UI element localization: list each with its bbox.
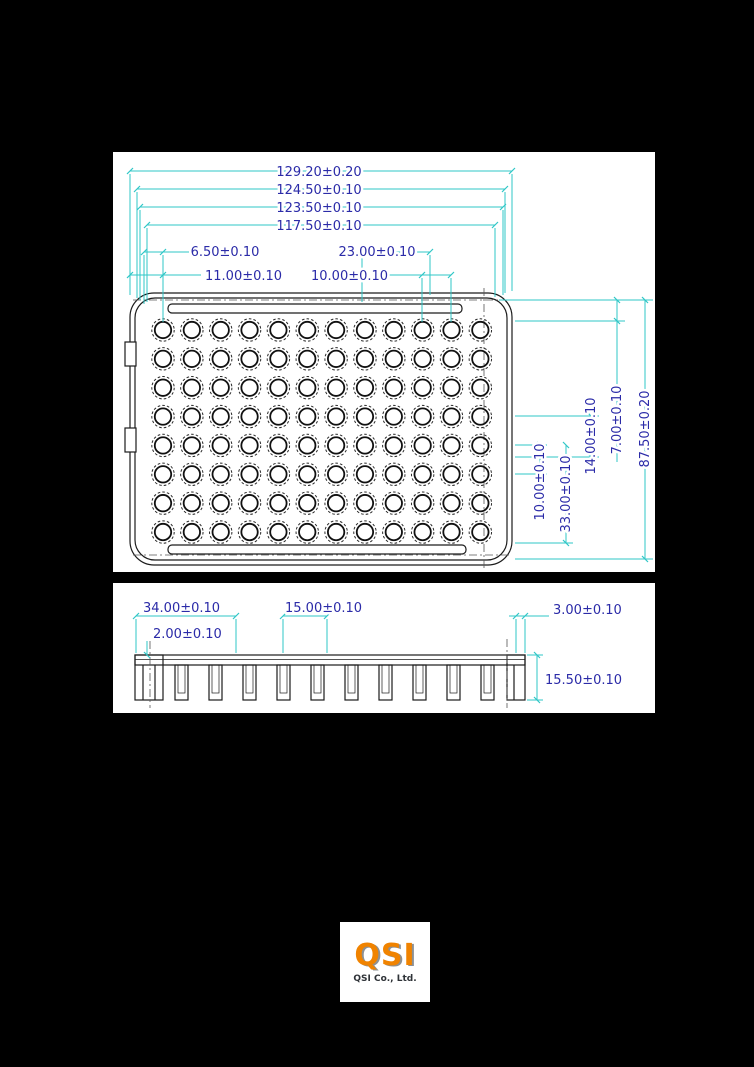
dim-pitch-v-10-00: 10.00±0.10 [533, 443, 548, 520]
dim-thickness-2-00: 2.00±0.10 [153, 627, 222, 642]
top-view-drawing: 129.20±0.20 124.50±0.10 123.50±0.10 117.… [124, 163, 655, 568]
logo-mark: QSI [354, 937, 416, 973]
side-dimension-labels: 34.00±0.10 15.00±0.10 3.00±0.10 2.00±0.1… [141, 599, 625, 691]
dim-offset-11-00: 11.00±0.10 [205, 269, 282, 284]
dim-pitch-10-00: 10.00±0.10 [311, 269, 388, 284]
dim-width-3-00: 3.00±0.10 [553, 603, 622, 618]
dim-width-117-50: 117.50±0.10 [276, 219, 361, 234]
plate-side-profile [134, 639, 526, 708]
dim-offset-33-00: 33.00±0.10 [559, 455, 574, 532]
dim-width-23-00: 23.00±0.10 [338, 245, 415, 260]
company-logo: QSI QSI Co., Ltd. [340, 922, 430, 1002]
wells-grid [151, 318, 493, 544]
side-dimension-lines [132, 612, 549, 704]
dim-overall-width: 129.20±0.20 [276, 165, 361, 180]
dim-pitch-34-00: 34.00±0.10 [143, 601, 220, 616]
dim-offset-7-00: 7.00±0.10 [610, 386, 625, 455]
dim-width-124-50: 124.50±0.10 [276, 183, 361, 198]
logo-caption: QSI Co., Ltd. [353, 973, 417, 984]
dim-width-123-50: 123.50±0.10 [276, 201, 361, 216]
dim-width-15-00: 15.00±0.10 [285, 601, 362, 616]
dim-offset-14-00: 14.00±0.10 [584, 397, 599, 474]
side-view-panel: 34.00±0.10 15.00±0.10 3.00±0.10 2.00±0.1… [113, 583, 655, 713]
top-dimension-labels: 129.20±0.20 124.50±0.10 123.50±0.10 117.… [188, 163, 655, 536]
top-view-panel: 129.20±0.20 124.50±0.10 123.50±0.10 117.… [113, 152, 655, 572]
dim-height-15-50: 15.50±0.10 [545, 673, 622, 688]
dim-offset-6-50: 6.50±0.10 [191, 245, 260, 260]
plate-outline [124, 288, 513, 568]
dim-overall-height: 87.50±0.20 [638, 390, 653, 467]
side-view-drawing: 34.00±0.10 15.00±0.10 3.00±0.10 2.00±0.1… [132, 599, 625, 708]
top-dimension-lines [126, 167, 653, 563]
